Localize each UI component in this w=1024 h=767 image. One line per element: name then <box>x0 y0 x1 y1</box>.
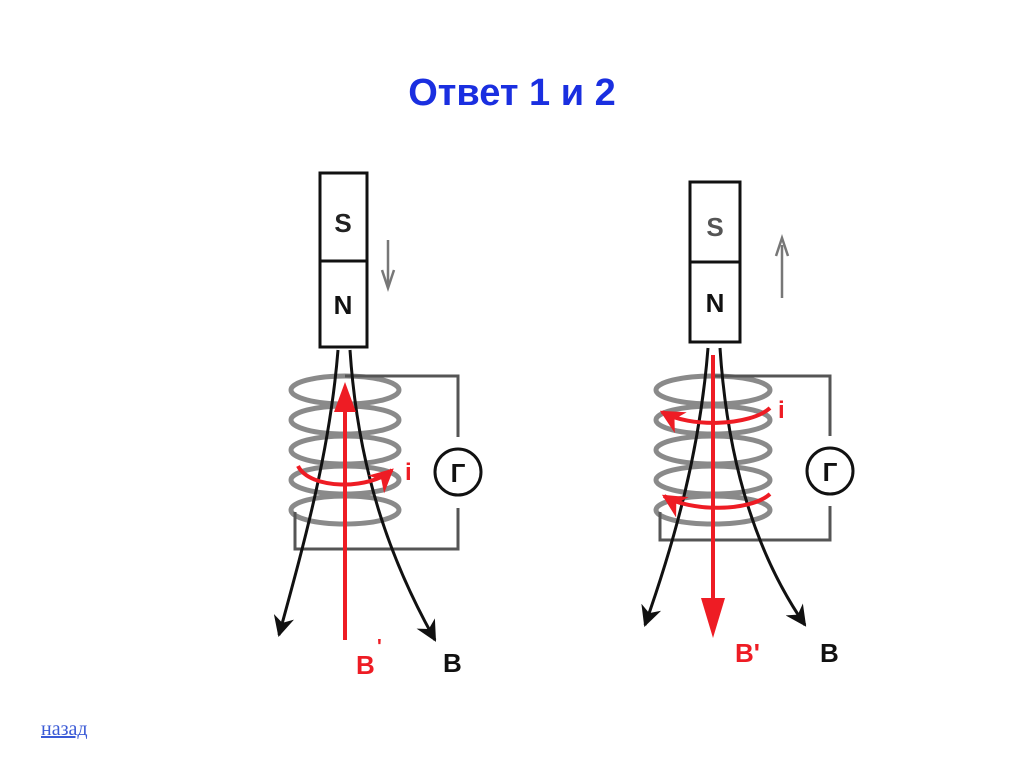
left-magnet: S N <box>318 171 369 349</box>
right-field-label: B <box>820 638 839 668</box>
left-galvanometer: Г <box>433 447 483 497</box>
right-galvanometer-label: Г <box>823 457 838 487</box>
right-motion-arrow-up <box>774 234 790 298</box>
right-current-arrows <box>659 406 772 518</box>
left-magnet-s-label: S <box>334 208 351 238</box>
right-magnet: S N <box>688 180 742 344</box>
page-title: Ответ 1 и 2 <box>408 72 616 114</box>
left-current-arrow <box>296 464 394 494</box>
left-circuit-wire <box>293 374 460 551</box>
back-link[interactable]: назад <box>41 718 88 740</box>
right-diagram: S N Г <box>641 180 855 668</box>
right-magnet-n-label: N <box>706 288 725 318</box>
right-current-label: i <box>778 397 785 424</box>
left-induced-field-label: B <box>356 650 375 680</box>
left-field-lines <box>273 349 437 642</box>
left-diagram: S N Г <box>273 171 483 680</box>
right-field-lines <box>641 347 807 627</box>
right-induced-field-arrow <box>701 355 725 638</box>
left-field-label: B <box>443 648 462 678</box>
left-magnet-n-label: N <box>334 290 353 320</box>
right-induced-field-label: B' <box>735 638 760 668</box>
left-induced-field-prime: ' <box>377 636 382 658</box>
right-circuit-wire <box>658 374 832 542</box>
right-magnet-s-label: S <box>706 212 723 242</box>
left-galvanometer-label: Г <box>451 458 466 488</box>
left-current-label: i <box>405 459 412 486</box>
left-induced-field-arrow <box>334 382 356 640</box>
left-motion-arrow-down <box>380 240 396 292</box>
right-galvanometer: Г <box>805 446 855 496</box>
